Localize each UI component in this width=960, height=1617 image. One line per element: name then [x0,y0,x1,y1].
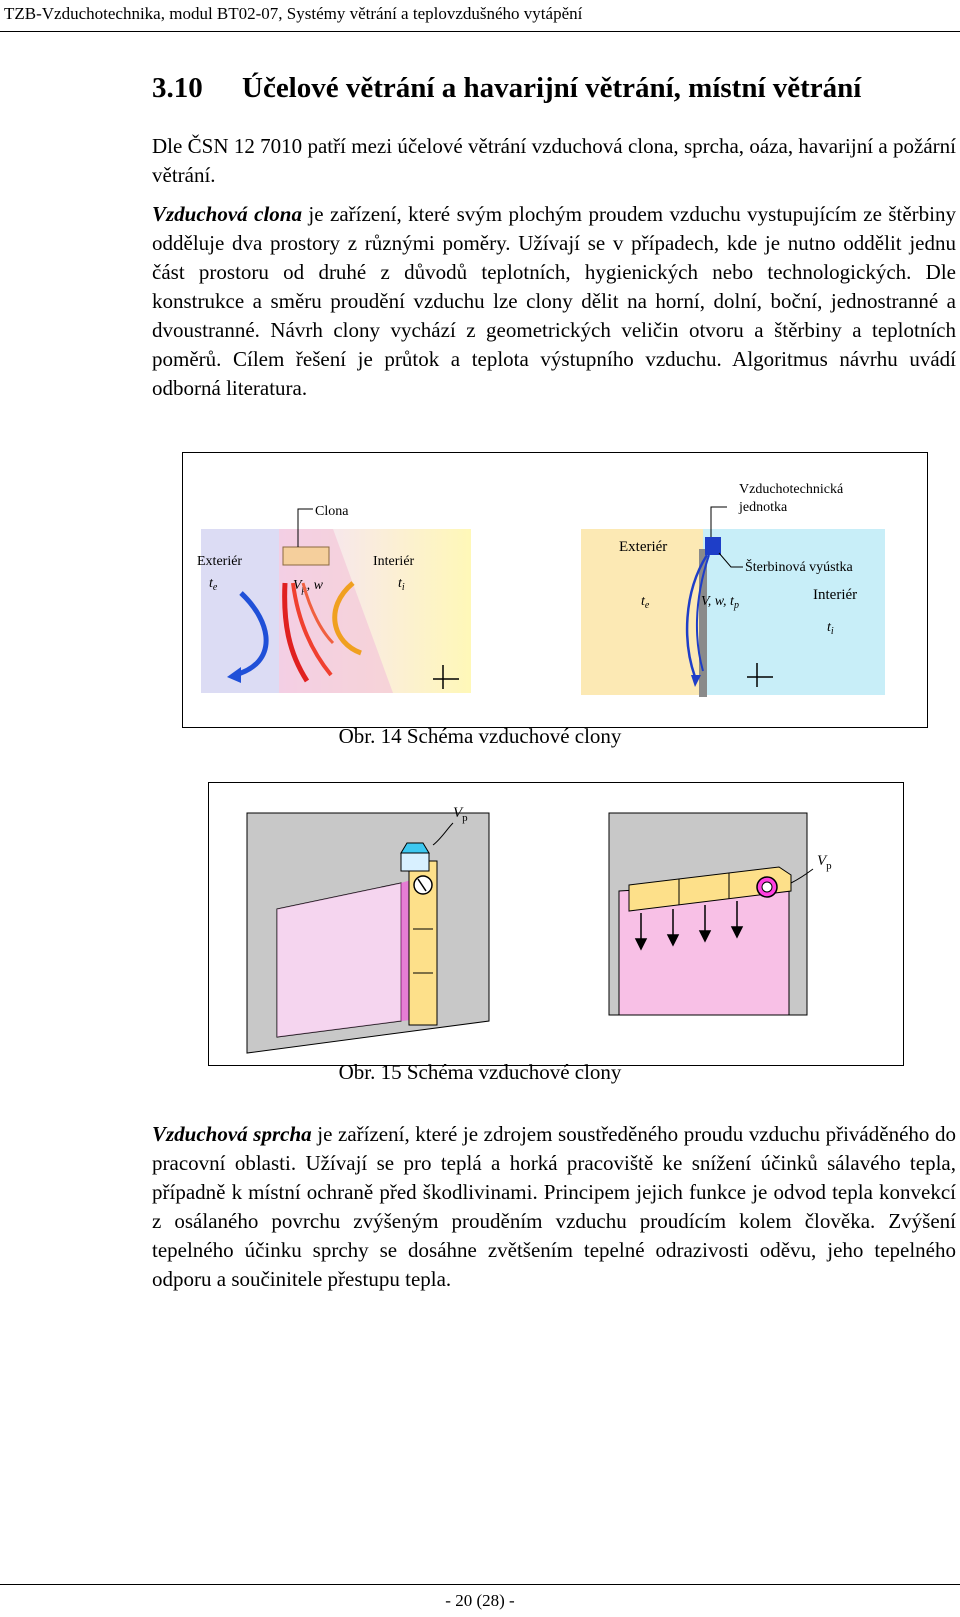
curtain-unit [282,546,330,566]
jet-line-right-2 [695,554,710,672]
slot-leader [718,552,743,568]
down-arrowhead-2 [666,934,680,947]
term-air-shower: Vzduchová sprcha [152,1122,312,1146]
jet-arrowhead-right [691,675,701,687]
paragraph-air-shower-text: je zařízení, které je zdrojem soustředěn… [152,1122,957,1291]
curtain-hood-left [400,842,430,854]
figure-14: Clona Exteriér te Vp, w Interiér ti Vzdu… [182,452,928,728]
interior-zone-right [703,529,885,695]
cold-air-arrow [234,591,269,678]
figure-15-caption: Obr. 15 Schéma vzduchové clony [338,1060,622,1084]
section-title: Účelové větrání a havarijní větrání, mís… [242,72,862,104]
label-vp-right: Vp [817,853,832,872]
jet-arrow-3 [301,582,335,645]
jet-arrow-2 [291,582,333,677]
exterior-zone-right [581,529,703,695]
label-interier-left: Interiér [373,554,415,569]
section-number: 3.10 [152,72,203,104]
label-interier-right: Interiér [813,587,857,603]
hvac-unit [705,537,721,555]
label-clona: Clona [315,504,349,519]
exterior-zone [201,529,279,693]
term-air-curtain: Vzduchová clona [152,202,302,226]
figure-14-drawing: Clona Exteriér te Vp, w Interiér ti Vzdu… [197,482,885,697]
label-te-left: te [209,576,218,593]
jet-arrow-1 [282,582,310,683]
footer-rule [0,1584,960,1585]
figure-15: Vp Vp [208,782,904,1066]
label-ti-right: ti [827,620,834,637]
paragraph-air-curtain: Vzduchová clona je zařízení, které svým … [152,200,956,403]
label-unit-2: jednotka [738,500,788,515]
page-header: TZB-Vzduchotechnika, modul BT02-07, Syst… [0,0,960,32]
fan-hub-right [761,881,773,893]
page-number: - 20 (28) - [445,1591,515,1610]
fan-blade-left [417,878,427,892]
unit-leader [710,506,727,537]
clona-leader [297,508,313,547]
paragraph-air-shower: Vzduchová sprcha je zařízení, které je z… [152,1120,956,1294]
label-vwt: V, w, tp [701,594,739,611]
label-exterier-right: Exteriér [619,539,667,555]
label-ti-left: ti [398,576,405,593]
label-vp-w: Vp, w [293,578,324,595]
fan-icon-left [413,875,433,895]
figure-15-drawing: Vp Vp [246,805,832,1054]
paragraph-intro: Dle ČSN 12 7010 patří mezi účelové větrá… [152,134,956,187]
vp-right-leader [790,868,814,884]
label-te-right: te [641,594,650,611]
section-heading: 3.10 Účelové větrání a havarijní větrání,… [152,70,861,106]
jet-line-right-1 [685,554,709,678]
downward-air-arrows [634,901,744,951]
curtain-inlet-left [400,852,430,872]
down-arrowhead-1 [634,938,648,951]
paragraph-air-curtain-text: je zařízení, které svým plochým proudem … [152,202,956,400]
figure-14-caption: Obr. 14 Schéma vzduchové clony [338,724,622,748]
vp-left-leader [432,822,454,846]
label-exterier-left: Exteriér [197,554,242,569]
label-vp-left: Vp [453,805,468,824]
down-arrowhead-4 [730,926,744,939]
cold-air-arrowhead [227,667,241,683]
air-curtain-left [277,883,401,1037]
warm-air-arrow [332,581,362,656]
label-slot: Šterbinová vyústka [745,558,853,575]
label-unit-1: Vzduchotechnická [739,482,844,497]
down-arrowhead-3 [698,930,712,943]
wall-right [699,549,707,697]
